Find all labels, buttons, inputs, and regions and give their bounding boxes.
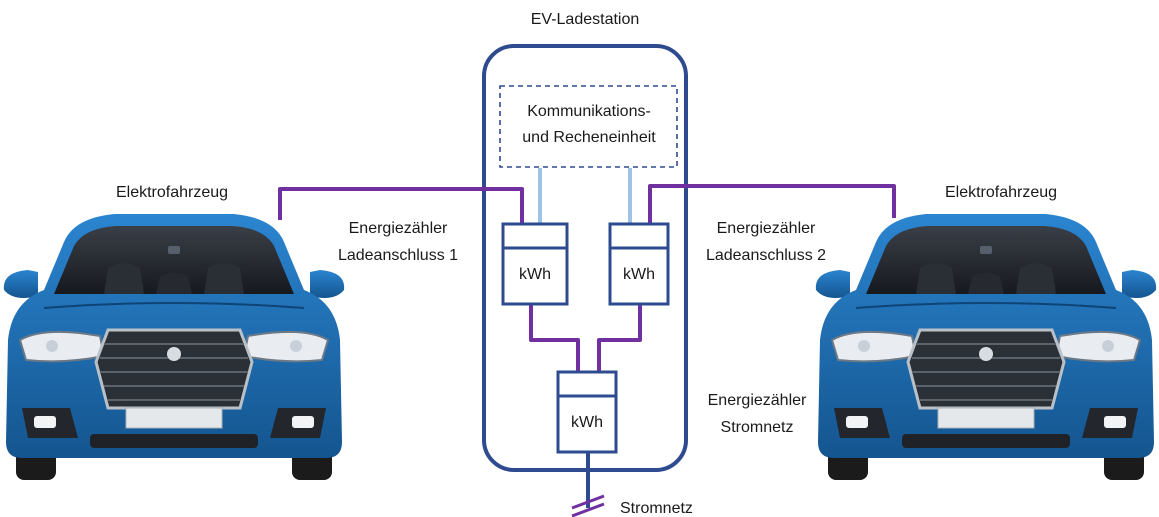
vehicle-left-car-icon [2, 212, 346, 482]
power-line-right-car [648, 184, 896, 224]
comm-unit-label-line1: Kommunikations- [527, 103, 651, 120]
meter-grid-label-line2: Stromnetz [721, 419, 794, 436]
meter-port2-label-line2: Ladeanschluss 2 [706, 247, 826, 264]
meter-port1-label-line1: Energiezähler [349, 220, 448, 237]
meter-grid-label-line1: Energiezähler [708, 392, 807, 409]
energy-meter-port1: kWh [501, 222, 569, 306]
energy-meter-port2: kWh [608, 222, 670, 306]
grid-connection-symbol [571, 494, 605, 517]
meter-port2-label-line1: Energiezähler [717, 220, 816, 237]
grid-label: Stromnetz [620, 500, 693, 517]
meter-port1-label-line2: Ladeanschluss 1 [338, 247, 458, 264]
energy-meter-grid: kWh [556, 370, 618, 454]
comm-unit-box [499, 85, 678, 168]
meter-port2-unit: kWh [623, 266, 655, 283]
power-line-left-car [278, 187, 524, 224]
power-line-port1-to-grid-meter [529, 304, 580, 372]
charging-station-enclosure [482, 44, 688, 472]
vehicle-right-car-icon [814, 212, 1158, 482]
comm-unit-label-line2: und Recheneinheit [522, 129, 656, 146]
power-line-port2-to-grid-meter [597, 304, 642, 372]
meter-port1-unit: kWh [519, 266, 551, 283]
station-title: EV-Ladestation [531, 11, 640, 28]
vehicle-left-label: Elektrofahrzeug [116, 184, 228, 201]
vehicle-right-label: Elektrofahrzeug [945, 184, 1057, 201]
meter-grid-unit: kWh [571, 414, 603, 431]
